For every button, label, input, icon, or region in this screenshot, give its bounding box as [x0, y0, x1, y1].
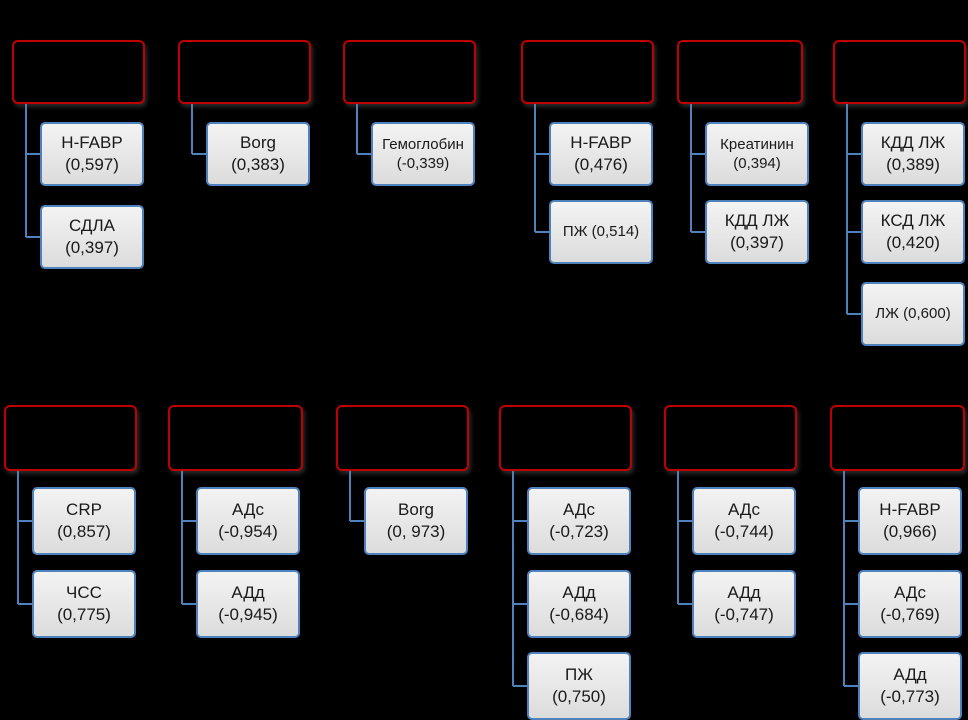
child-node: АДд (-0,747) — [692, 570, 796, 638]
child-value: (0,389) — [886, 155, 940, 174]
child-value: (-0,769) — [880, 605, 940, 624]
child-node: АДд (-0,945) — [196, 570, 300, 638]
child-label: Гемоглобин — [382, 135, 464, 153]
child-label: АДс — [232, 499, 264, 519]
child-value: (0,397) — [65, 238, 119, 257]
child-label: Borg — [398, 499, 434, 519]
child-label: АДс — [563, 499, 595, 519]
child-value: (-0,954) — [218, 522, 278, 541]
child-node: АДс (-0,769) — [858, 570, 962, 638]
child-node: АДд (-0,773) — [858, 652, 962, 720]
child-label: ПЖ (0,514) — [562, 223, 640, 241]
child-label: СДЛА — [69, 215, 115, 235]
child-node: СДЛА (0,397) — [40, 205, 144, 269]
child-value: (-0,773) — [880, 687, 940, 706]
child-label: CRP — [66, 499, 102, 519]
child-node: КДД ЛЖ (0,397) — [705, 200, 809, 264]
child-label: АДд — [231, 582, 265, 602]
child-value: (-0,945) — [218, 605, 278, 624]
child-node: КДД ЛЖ (0,389) — [861, 122, 965, 186]
child-node: ПЖ (0,750) — [527, 652, 631, 720]
child-value: (-0,723) — [549, 522, 609, 541]
child-value: (-0,744) — [714, 522, 774, 541]
child-node: ЧСС (0,775) — [32, 570, 136, 638]
child-node: АДд (-0,684) — [527, 570, 631, 638]
child-label: АДд — [893, 664, 927, 684]
parent-box — [499, 405, 632, 471]
child-value: (0,476) — [574, 155, 628, 174]
child-value: (0,383) — [231, 155, 285, 174]
child-value: (-0,339) — [396, 155, 450, 172]
child-label: КСД ЛЖ — [880, 210, 946, 230]
parent-box — [12, 40, 145, 104]
child-node: АДс (-0,723) — [527, 487, 631, 555]
child-label: АДс — [728, 499, 760, 519]
child-label: H-FABP — [61, 132, 123, 152]
child-label: КДД ЛЖ — [880, 132, 946, 152]
parent-box — [521, 40, 654, 104]
child-label: Креатинин — [720, 135, 794, 153]
child-label: Borg — [240, 132, 276, 152]
child-value: (0,597) — [65, 155, 119, 174]
child-value: (0,397) — [730, 233, 784, 252]
parent-box — [4, 405, 137, 471]
child-node: H-FABP (0,597) — [40, 122, 144, 186]
child-node: АДс (-0,954) — [196, 487, 300, 555]
parent-box — [343, 40, 476, 104]
child-node: ЛЖ (0,600) — [861, 282, 965, 346]
child-label: H-FABP — [570, 132, 632, 152]
child-value: (0,775) — [57, 605, 111, 624]
child-value: (0,857) — [57, 522, 111, 541]
parent-box — [830, 405, 965, 471]
child-node: АДс (-0,744) — [692, 487, 796, 555]
parent-box — [833, 40, 966, 104]
child-label: ЛЖ (0,600) — [875, 305, 951, 323]
child-node: Borg (0, 973) — [364, 487, 468, 555]
child-value: (0,394) — [733, 155, 781, 172]
child-label: ПЖ — [565, 664, 593, 684]
parent-box — [677, 40, 803, 104]
parent-box — [664, 405, 797, 471]
child-label: ЧСС — [66, 582, 102, 602]
child-node: Borg (0,383) — [206, 122, 310, 186]
parent-box — [336, 405, 469, 471]
child-value: (0,750) — [552, 687, 606, 706]
child-value: (0,420) — [886, 233, 940, 252]
child-label: АДд — [562, 582, 596, 602]
child-label: H-FABP — [879, 499, 941, 519]
parent-box — [168, 405, 303, 471]
child-value: (-0,684) — [549, 605, 609, 624]
child-node: ПЖ (0,514) — [549, 200, 653, 264]
child-node: CRP (0,857) — [32, 487, 136, 555]
child-node: H-FABP (0,476) — [549, 122, 653, 186]
child-node: КСД ЛЖ (0,420) — [861, 200, 965, 264]
child-node: Креатинин (0,394) — [705, 122, 809, 186]
parent-box — [178, 40, 311, 104]
child-node: H-FABP (0,966) — [858, 487, 962, 555]
child-node: Гемоглобин (-0,339) — [371, 122, 475, 186]
child-label: КДД ЛЖ — [724, 210, 790, 230]
child-value: (0,966) — [883, 522, 937, 541]
child-label: АДд — [727, 582, 761, 602]
child-label: АДс — [894, 582, 926, 602]
child-value: (-0,747) — [714, 605, 774, 624]
child-value: (0, 973) — [386, 522, 446, 541]
